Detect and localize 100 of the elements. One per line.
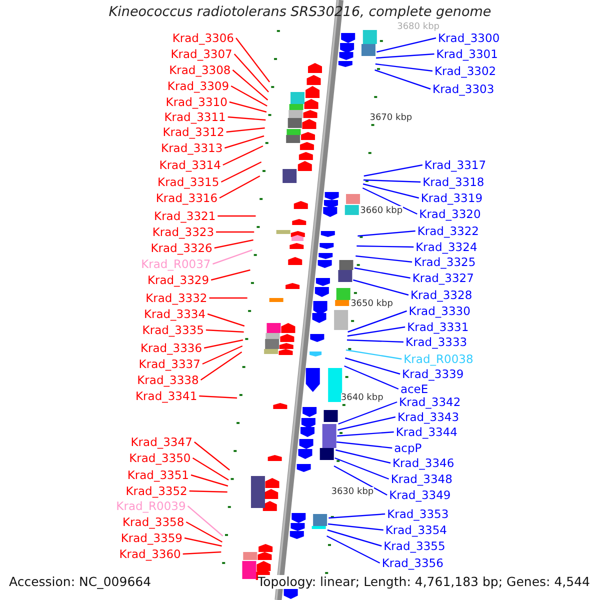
leader-line	[200, 352, 242, 380]
leader-line	[376, 37, 436, 53]
leader-line	[220, 161, 262, 183]
gene-label: Krad_3325	[414, 255, 476, 269]
gene-label: Krad_3335	[142, 323, 204, 337]
gene-label: Krad_3338	[137, 373, 199, 387]
leader-line	[186, 521, 222, 543]
gene-label: Krad_3330	[408, 304, 470, 318]
gene-label: Krad_3339	[402, 367, 464, 381]
gene-label: Krad_3346	[392, 456, 454, 470]
gene-label: Krad_3360	[119, 547, 181, 561]
leader-line	[346, 339, 404, 343]
gene-label: Krad_3311	[164, 110, 226, 124]
leader-line	[192, 457, 229, 481]
gene-label: Krad_3323	[152, 225, 214, 239]
gene-label: Krad_3314	[159, 158, 221, 172]
gene-label: Krad_3328	[410, 288, 472, 302]
gene-label: Krad_3300	[438, 31, 500, 45]
gene-label: Krad_R0038	[404, 352, 474, 366]
leader-line	[356, 255, 412, 263]
gene-label: Krad_3348	[390, 472, 452, 486]
leader-line	[334, 457, 390, 480]
leader-line	[328, 523, 384, 531]
title: Kineococcus radiotolerans SRS30216, complete genome	[108, 5, 492, 19]
leader-line	[216, 231, 254, 233]
leader-line	[376, 53, 434, 59]
genome-summary-text: Topology: linear; Length: 4,761,183 bp; Genes: 4,544	[258, 575, 590, 589]
gene-label: Krad_R0037	[141, 257, 211, 271]
leader-line	[189, 490, 228, 493]
leader-line	[375, 63, 433, 72]
gene-label: Krad_3302	[434, 64, 496, 78]
gene-label: Krad_3318	[422, 175, 484, 189]
leader-line	[218, 215, 256, 217]
leader-line	[336, 441, 392, 449]
gene-label: Krad_3332	[146, 291, 208, 305]
gene-label: Krad_3343	[397, 410, 460, 424]
leader-line	[344, 365, 399, 390]
leader-line	[338, 416, 396, 431]
gene-label: Krad_3308	[169, 63, 231, 77]
leader-line	[222, 145, 264, 166]
leader-line	[230, 85, 268, 107]
gene-label: Krad_3358	[122, 515, 184, 529]
leader-line	[327, 529, 382, 547]
gene-label: Krad_3355	[384, 539, 446, 553]
scale-label: 3640 kbp	[340, 393, 384, 404]
leader-line	[199, 395, 238, 399]
leader-line	[362, 187, 418, 215]
leader-line	[362, 183, 420, 199]
scale-label: 3670 kbp	[370, 113, 412, 124]
gene-label: Krad_3336	[140, 341, 202, 355]
gene-label: Krad_3350	[129, 451, 191, 465]
leader-line	[338, 401, 398, 425]
gene-label: Krad_3352	[126, 484, 188, 498]
leader-line	[210, 269, 250, 281]
gene-label: Krad_3342	[399, 395, 461, 409]
leader-line	[194, 442, 230, 470]
gene-label: Krad_3301	[436, 47, 498, 61]
leader-line	[354, 267, 410, 279]
leader-line	[337, 431, 394, 437]
gene-label: Krad_3315	[158, 175, 220, 189]
leader-line	[219, 175, 260, 199]
gene-label: Krad_R0039	[116, 499, 186, 513]
gene-label: Krad_3351	[127, 468, 189, 482]
gene-label: Krad_3333	[405, 335, 468, 349]
accession-text: Accession: NC_009664	[9, 575, 152, 589]
leader-line	[209, 297, 248, 299]
gene-label: Krad_3327	[412, 271, 474, 285]
gene-label: Krad_3307	[170, 47, 232, 61]
gene-label: Krad_3321	[154, 209, 216, 223]
leader-line	[334, 465, 388, 496]
leader-line	[346, 349, 402, 360]
gene-label: Krad_3344	[396, 425, 458, 439]
leader-line	[226, 127, 265, 133]
leader-line	[228, 116, 266, 121]
gene-label: Krad_3331	[407, 320, 469, 334]
scale-label: 3660 kbp	[360, 206, 403, 217]
scale-label: 3630 kbp	[331, 487, 374, 498]
gene-label: aceE	[400, 382, 428, 396]
leader-line	[224, 135, 264, 149]
gene-label: Krad_3337	[138, 357, 200, 371]
gene-label: Krad_3334	[144, 307, 206, 321]
leader-line	[336, 449, 391, 464]
gene-label: Krad_3319	[420, 191, 483, 205]
gene-label: Krad_3356	[382, 556, 444, 570]
leader-line	[212, 249, 252, 265]
leader-line	[344, 357, 400, 375]
leader-line	[353, 279, 409, 296]
leader-line	[236, 38, 270, 82]
leader-line	[374, 69, 431, 90]
gene-label: Krad_3322	[417, 224, 479, 238]
leader-line	[190, 474, 228, 487]
leader-line	[356, 245, 414, 248]
gene-label: Krad_3326	[150, 241, 212, 255]
leader-line	[206, 329, 244, 333]
gene-label: Krad_3309	[167, 79, 230, 93]
gene-label: Krad_3347	[130, 435, 192, 449]
leader-line	[364, 164, 423, 177]
leader-line	[234, 54, 269, 92]
scale-label: 3680 kbp	[397, 22, 440, 33]
leader-line	[182, 551, 222, 555]
